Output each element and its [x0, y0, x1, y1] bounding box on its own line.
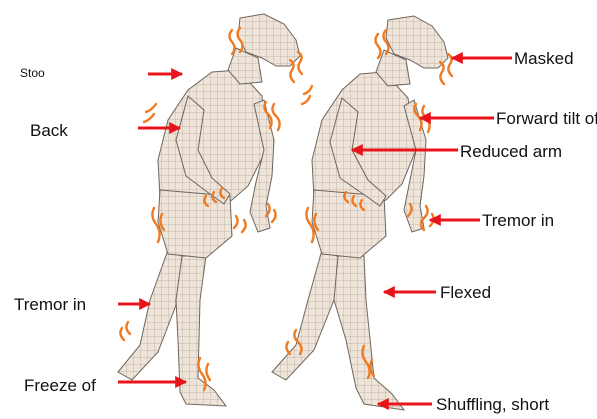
tremor-mark	[230, 30, 235, 54]
tremor-mark	[448, 54, 452, 76]
label-freeze-of: Freeze of	[24, 377, 96, 394]
tremor-mark	[206, 364, 210, 380]
right-figure-front-leg	[334, 256, 404, 410]
tremor-mark	[302, 96, 310, 104]
right-figure-back-leg	[272, 250, 342, 380]
tremor-mark	[304, 86, 312, 94]
label-flexed: Flexed	[440, 284, 491, 301]
tremor-mark	[286, 342, 290, 354]
label-forward-tilt: Forward tilt of	[496, 110, 597, 127]
tremor-mark	[144, 114, 154, 122]
left-figure-back-leg	[118, 250, 186, 380]
label-tremor-right: Tremor in	[482, 212, 554, 229]
label-stoo: Stoo	[20, 67, 45, 79]
tremor-mark	[272, 104, 279, 130]
tremor-mark	[120, 328, 124, 340]
label-masked: Masked	[514, 50, 574, 67]
left-figure	[118, 14, 300, 406]
tremor-mark	[126, 322, 130, 334]
tremor-mark	[234, 216, 238, 228]
label-tremor-left: Tremor in	[14, 296, 86, 313]
right-figure	[272, 16, 448, 410]
label-back: Back	[30, 122, 68, 139]
label-shuffling: Shuffling, short	[436, 396, 549, 413]
label-reduced-arm: Reduced arm	[460, 143, 562, 160]
tremor-mark	[272, 210, 276, 222]
tremor-mark	[146, 104, 156, 112]
tremor-mark	[242, 220, 246, 232]
tremor-mark	[376, 34, 381, 58]
